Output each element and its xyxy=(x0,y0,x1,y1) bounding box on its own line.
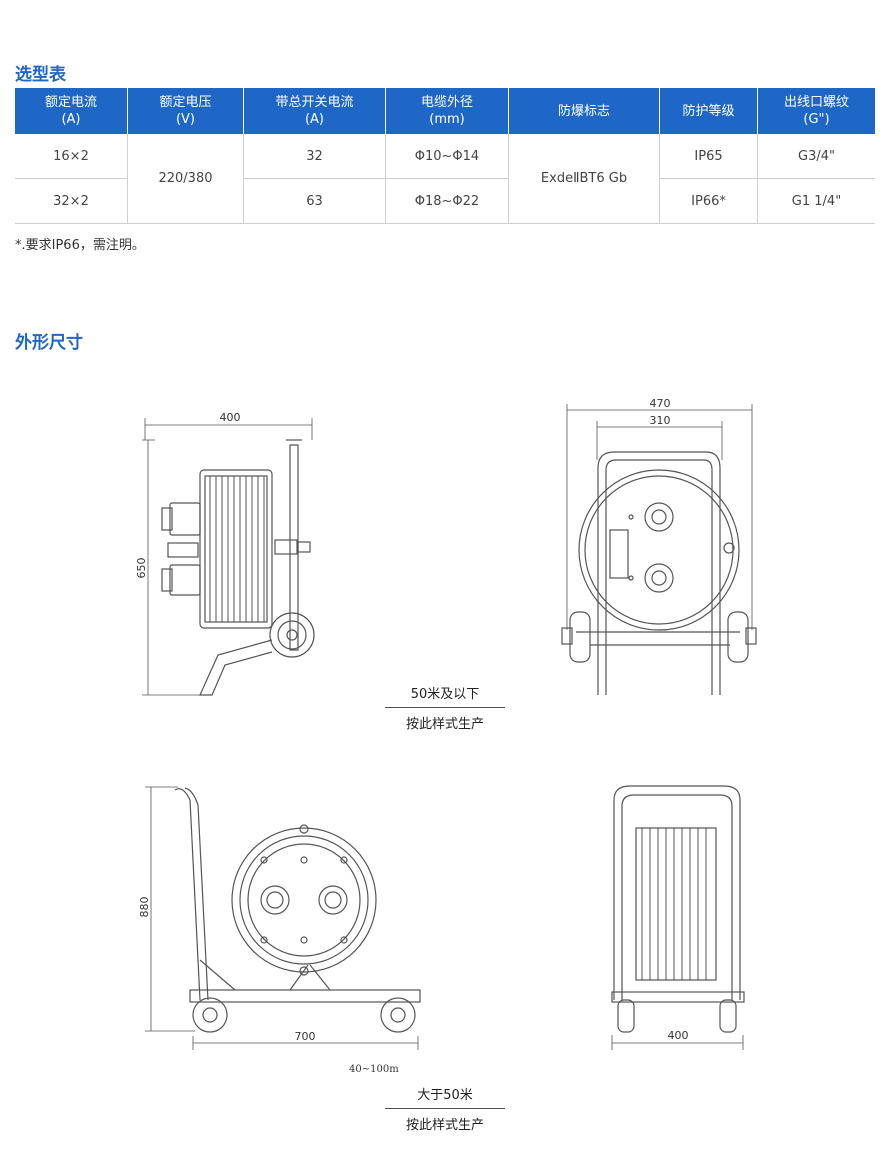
caption-large-line2: 按此样式生产 xyxy=(385,1108,505,1133)
caption-small-line2: 按此样式生产 xyxy=(385,707,505,732)
caption-large-line1: 大于50米 xyxy=(417,1088,473,1103)
caption-large-reel: 大于50米 按此样式生产 xyxy=(385,1084,505,1133)
trolley-side-drawing: 880 700 xyxy=(138,786,421,1050)
table-row: 32×2 63 Φ18~Φ22 IP66* G1 1/4" xyxy=(15,178,875,224)
section-title-selection: 选型表 xyxy=(15,65,66,85)
dim-side-height: 650 xyxy=(135,558,148,579)
table-note: *.要求IP66，需注明。 xyxy=(15,238,145,253)
side-view-drawing: 400 650 xyxy=(135,411,315,696)
header-switch-current: 带总开关电流(A) xyxy=(243,88,386,134)
header-protection-grade: 防护等级 xyxy=(659,88,758,134)
dim-side-width: 400 xyxy=(220,411,241,424)
cell-cable-diameter: Φ18~Φ22 xyxy=(385,178,509,224)
header-cable-diameter: 电缆外径(mm) xyxy=(385,88,509,134)
cell-voltage: 220/380 xyxy=(127,134,244,224)
cell-cable-diameter: Φ10~Φ14 xyxy=(385,134,509,179)
trolley-rear-drawing: 400 xyxy=(611,785,745,1050)
cell-protection-grade: IP66* xyxy=(659,178,758,224)
header-explosion-mark: 防爆标志 xyxy=(508,88,660,134)
cell-switch-current: 63 xyxy=(243,178,386,224)
selection-table: 额定电流(A) 额定电压(V) 带总开关电流(A) 电缆外径(mm) 防爆标志 … xyxy=(15,88,875,224)
header-outlet-thread: 出线口螺纹(G") xyxy=(757,88,875,134)
cell-switch-current: 32 xyxy=(243,134,386,179)
table-header-row: 额定电流(A) 额定电压(V) 带总开关电流(A) 电缆外径(mm) 防爆标志 … xyxy=(15,88,875,134)
caption-small-reel: 50米及以下 按此样式生产 xyxy=(385,683,505,732)
section-title-dimensions: 外形尺寸 xyxy=(15,333,83,353)
header-rated-current: 额定电流(A) xyxy=(15,88,128,134)
cell-outlet-thread: G1 1/4" xyxy=(757,178,875,224)
dim-rear-width: 400 xyxy=(668,1029,689,1042)
cable-range-label: 40~100m xyxy=(349,1064,399,1075)
caption-small-line1: 50米及以下 xyxy=(410,687,480,702)
table-row: 16×2 220/380 32 Φ10~Φ14 ExdeⅡBT6 Gb IP65… xyxy=(15,134,875,224)
dim-trolley-length: 700 xyxy=(295,1030,316,1043)
cell-outlet-thread: G3/4" xyxy=(757,134,875,179)
dim-trolley-height: 880 xyxy=(138,897,151,918)
dim-front-outer: 470 xyxy=(650,397,671,410)
cell-protection-grade: IP65 xyxy=(659,134,758,179)
cell-explosion-mark: ExdeⅡBT6 Gb xyxy=(508,134,660,224)
cell-current: 16×2 xyxy=(15,134,128,179)
dim-front-inner: 310 xyxy=(650,414,671,427)
cell-current: 32×2 xyxy=(15,178,128,224)
header-rated-voltage: 额定电压(V) xyxy=(127,88,244,134)
front-view-drawing: 470 310 xyxy=(561,397,757,695)
